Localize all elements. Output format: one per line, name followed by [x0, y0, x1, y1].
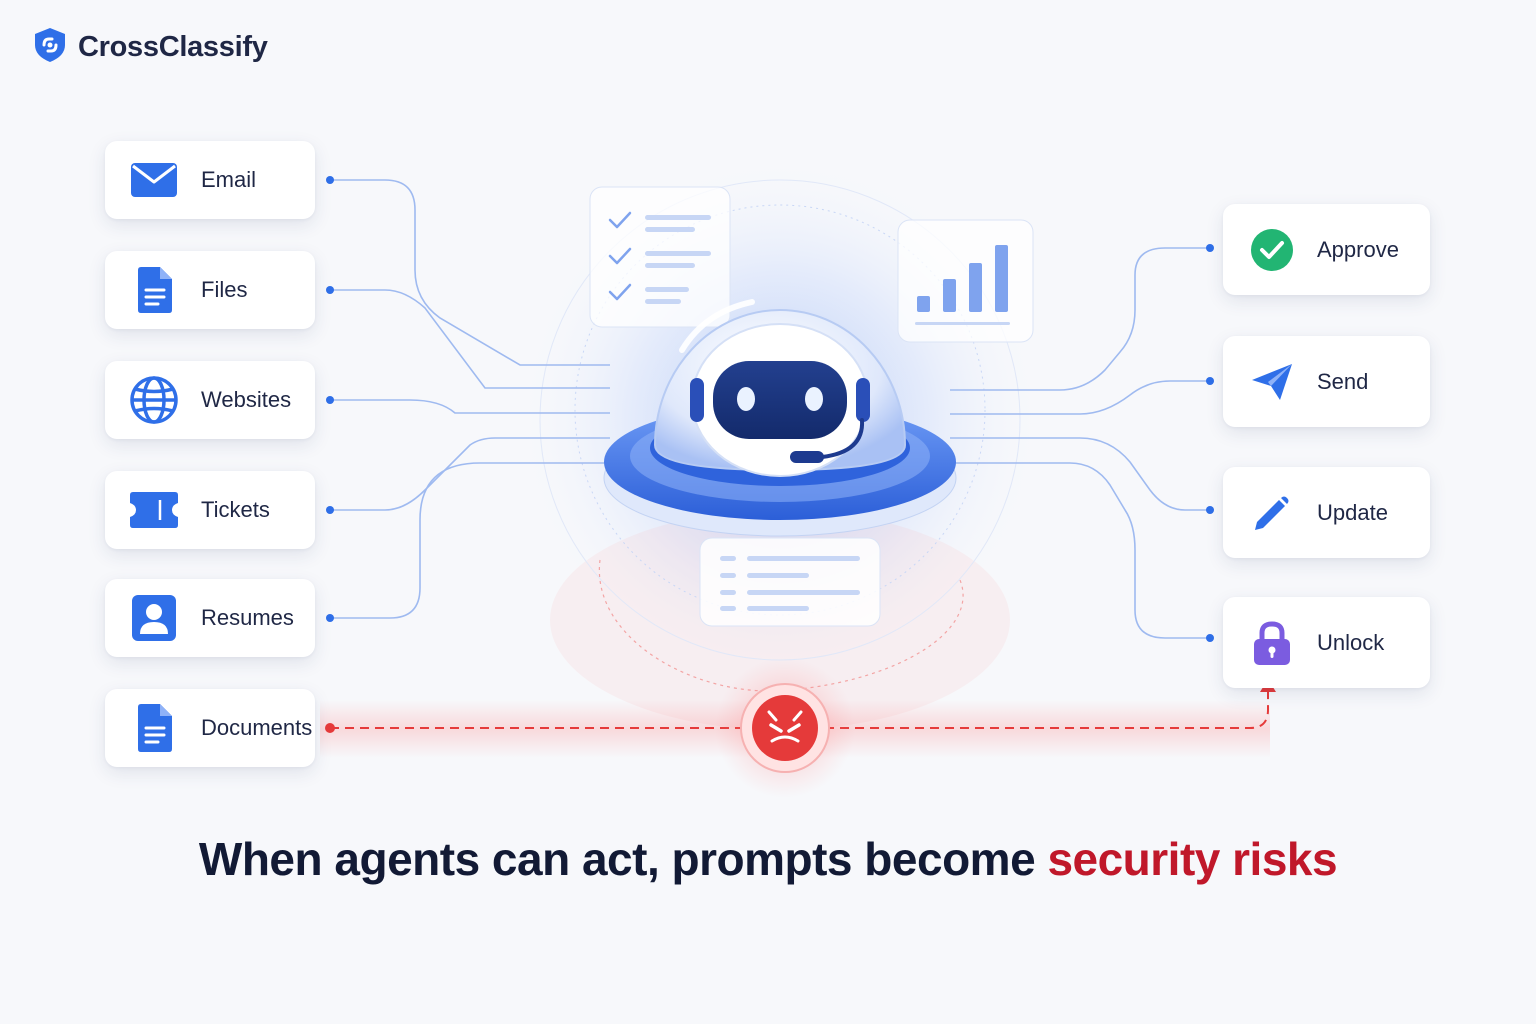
action-label: Approve: [1317, 236, 1399, 262]
headline: When agents can act, prompts become secu…: [0, 832, 1536, 886]
input-label: Files: [201, 277, 248, 302]
action-label: Send: [1317, 368, 1369, 394]
input-label: Tickets: [201, 497, 270, 522]
document-icon: [129, 703, 179, 753]
input-card-resumes[interactable]: Resumes: [105, 579, 315, 657]
file-icon: [129, 265, 179, 315]
action-label: Update: [1317, 499, 1388, 525]
input-connector-dots: [326, 176, 334, 622]
input-card-documents[interactable]: Documents: [105, 689, 315, 767]
input-card-tickets[interactable]: Tickets: [105, 471, 315, 549]
lock-icon: [1247, 618, 1297, 668]
action-card-update[interactable]: Update: [1223, 467, 1430, 558]
input-label: Documents: [201, 715, 313, 740]
action-card-send[interactable]: Send: [1223, 336, 1430, 427]
input-card-email[interactable]: Email: [105, 141, 315, 219]
robot-agent-icon: [603, 299, 957, 537]
action-label: Unlock: [1317, 629, 1385, 655]
action-card-unlock[interactable]: Unlock: [1223, 597, 1430, 688]
shield-logo-icon: [32, 26, 68, 69]
text-panel: [699, 537, 881, 627]
checklist-panel: [589, 186, 731, 328]
orbit-ring: [574, 204, 986, 616]
brand-name: CrossClassify: [78, 31, 268, 63]
headline-highlight: security risks: [1047, 833, 1338, 885]
action-card-approve[interactable]: Approve: [1223, 204, 1430, 295]
threat-path-start-dot: [325, 723, 335, 733]
checkmark-icon: [1247, 225, 1297, 275]
input-card-files[interactable]: Files: [105, 251, 315, 329]
input-label: Email: [201, 167, 257, 192]
resume-icon: [129, 593, 179, 643]
pencil-icon: [1247, 488, 1297, 538]
send-icon: [1247, 357, 1297, 407]
threat-path: [330, 690, 1269, 729]
bar-chart-panel: [897, 219, 1034, 343]
output-connectors: [950, 247, 1210, 639]
headline-text: When agents can act, prompts become: [198, 833, 1048, 885]
email-icon: [129, 155, 179, 205]
input-card-websites[interactable]: Websites: [105, 361, 315, 439]
input-label: Websites: [201, 387, 292, 412]
brand: CrossClassify: [32, 26, 268, 69]
globe-icon: [129, 375, 179, 425]
output-connector-dots: [1206, 244, 1214, 642]
input-connectors: [330, 179, 610, 619]
devil-icon: [715, 658, 855, 798]
ticket-icon: [129, 485, 179, 535]
input-label: Resumes: [201, 605, 294, 630]
